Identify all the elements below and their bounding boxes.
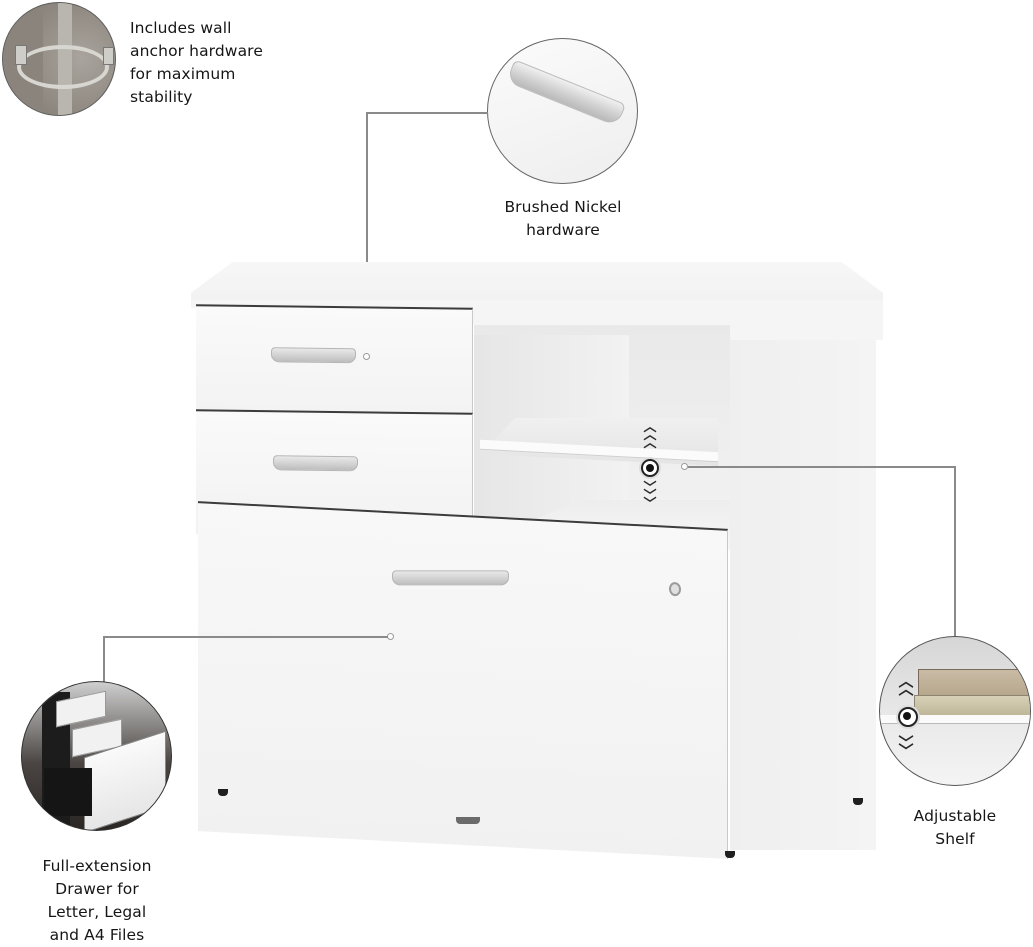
adjust-target-icon [898,707,918,727]
top-drawer-handle [271,347,356,364]
leader-line-hardware-h [366,112,488,114]
caption-line: for maximum [130,65,236,83]
leader-line-shelf-h [688,466,955,468]
adjustable-shelf-photo: ︿︿ ﹀﹀ [879,636,1031,786]
book-top-icon [918,669,1030,697]
top-drawer [196,304,473,426]
cabinet-side-panel [730,330,876,850]
caster-foot [218,789,228,796]
callout-anchor-dot-drawer [387,633,394,640]
chevron-up-icon: ︿︿︿ [643,420,657,451]
hardware-caption: Brushed Nickel hardware [488,196,638,242]
wall-anchor-photo [2,2,116,116]
adjustable-shelf-caption: Adjustable Shelf [880,805,1030,851]
anchor-strap-icon [17,45,109,89]
chevron-down-icon: ﹀﹀﹀ [643,481,657,512]
leader-line-shelf-v [954,466,956,637]
chevron-up-icon: ︿︿ [898,672,914,698]
leader-line-hardware-v [366,112,368,357]
bracket-right-icon [103,47,114,65]
handle-closeup-icon [505,59,627,127]
caption-line: Full-extension [42,857,152,875]
caption-line: stability [130,88,193,106]
adjust-target-icon [641,459,659,477]
caption-line: hardware [526,221,600,239]
caption-line: Shelf [935,830,975,848]
file-drawer-body [44,768,92,816]
book-bottom-icon [914,695,1030,717]
cabinet-top [191,262,883,306]
file-drawer-handle [392,570,509,586]
caption-line: Adjustable [913,807,997,825]
caption-line: Brushed Nickel [504,198,622,216]
leader-line-drawer-v [103,636,105,692]
lock-icon [669,581,681,597]
middle-drawer-handle [273,455,358,472]
drawer-handle-photo [487,38,638,184]
callout-anchor-dot-shelf [681,463,688,470]
caption-line: and A4 Files [49,926,145,944]
caption-line: Drawer for [55,880,139,898]
caption-line: Includes wall [130,19,232,37]
bracket-left-icon [15,45,27,65]
caster-foot [725,851,735,858]
shelf-closeup [880,715,1030,724]
file-drawer-caption: Full-extension Drawer for Letter, Legal … [12,855,182,947]
open-drawers-photo [21,681,172,831]
caption-line: Letter, Legal [47,903,147,921]
caster-foot [456,817,480,824]
file-drawer [198,501,728,859]
caster-foot [853,798,863,805]
wall-anchor-caption: Includes wall anchor hardware for maximu… [130,17,263,109]
callout-anchor-dot-handle [363,353,370,360]
caption-line: anchor hardware [130,42,263,60]
leader-line-drawer-h [103,636,388,638]
chevron-down-icon: ﹀﹀ [898,734,914,760]
